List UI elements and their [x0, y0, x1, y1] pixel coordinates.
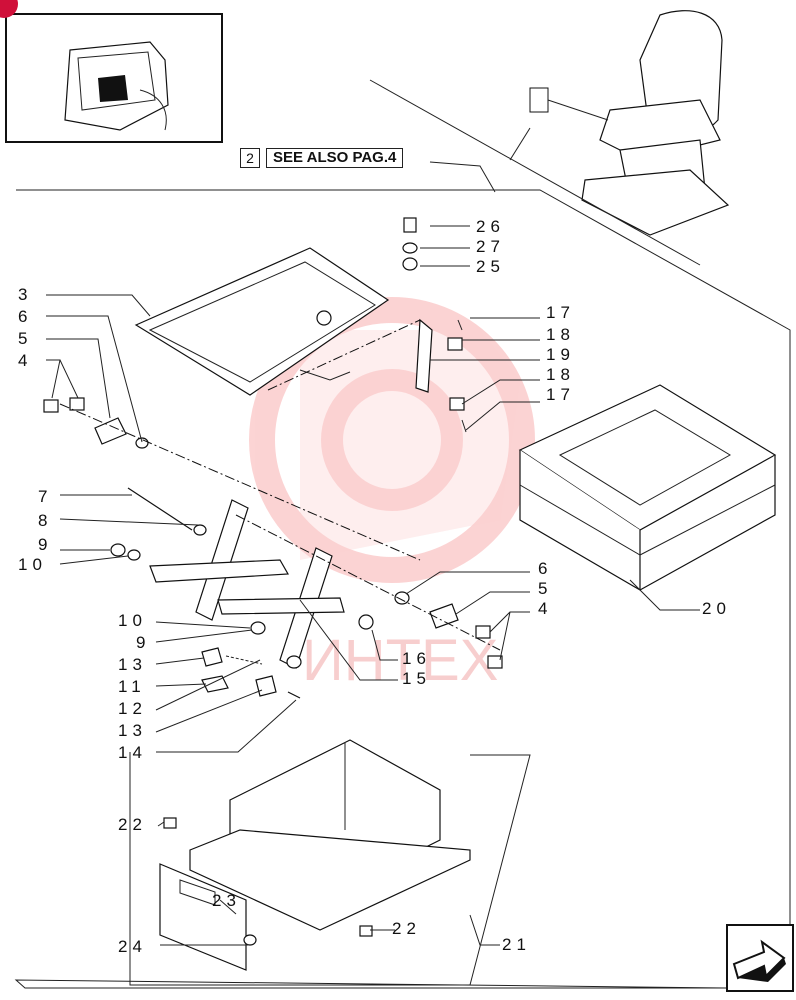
- bolt-stack: [402, 217, 418, 271]
- callout-17: 17: [546, 385, 575, 404]
- base-box: [129, 739, 531, 986]
- nut-23: [243, 934, 257, 946]
- callout-25: 25: [476, 257, 505, 276]
- callout-13: 13: [118, 655, 147, 674]
- watermark-logo: [249, 297, 535, 583]
- bracket-assembly: [415, 318, 467, 433]
- suspension-block: [518, 384, 777, 592]
- callout-14: 14: [118, 743, 147, 762]
- callout-3: 3: [18, 285, 32, 304]
- leader-lines: [46, 225, 700, 946]
- see-also-link[interactable]: SEE ALSO PAG.4: [266, 148, 404, 168]
- callout-22: 22: [118, 815, 147, 834]
- guide-line-c: [509, 127, 531, 161]
- callout-18: 18: [546, 325, 575, 344]
- bolt-22b: [359, 925, 373, 937]
- axis-top: [267, 319, 421, 391]
- callout-19: 19: [546, 345, 575, 364]
- callout-15: 15: [402, 669, 431, 688]
- bolt-22a: [163, 817, 177, 829]
- callout-16: 16: [402, 649, 431, 668]
- arrow-icon: [732, 939, 786, 982]
- callout-26: 26: [476, 217, 505, 236]
- callout-20: 20: [702, 599, 731, 618]
- right-hardware: [429, 603, 503, 669]
- callout-9: 9: [136, 633, 150, 652]
- left-hardware: [43, 397, 127, 445]
- seat-plate: [134, 247, 390, 396]
- watermark-text: ИНТЕХ: [302, 628, 498, 693]
- callout-27: 27: [476, 237, 505, 256]
- callout-labels: 3 6 5 4 7 8 9 10 10 9 13 11 12 13 14 26 …: [18, 217, 731, 956]
- guide-line-a: [369, 79, 701, 266]
- callout-11: 11: [118, 677, 146, 696]
- callout-12: 12: [118, 699, 147, 718]
- callout-24: 24: [118, 937, 147, 956]
- callout-5: 5: [18, 329, 32, 348]
- callout-4: 4: [18, 351, 32, 370]
- callout-13: 13: [118, 721, 147, 740]
- tractor-thumbnail: [5, 13, 223, 143]
- callout-23: 23: [212, 891, 241, 910]
- callout-9: 9: [38, 535, 52, 554]
- callout-5: 5: [538, 579, 552, 598]
- guide-line-b: [429, 161, 496, 193]
- callout-4: 4: [538, 599, 552, 618]
- callout-22: 22: [392, 919, 421, 938]
- callout-18: 18: [546, 365, 575, 384]
- callout-7: 7: [38, 487, 52, 506]
- reference-number-box: 2: [240, 148, 260, 168]
- axis-right: [235, 514, 501, 651]
- callout-6: 6: [538, 559, 552, 578]
- callout-17: 17: [546, 303, 575, 322]
- callout-10: 10: [18, 555, 47, 574]
- callout-21: 21: [502, 935, 531, 954]
- axis-left: [59, 403, 421, 561]
- callout-6: 6: [18, 307, 32, 326]
- corner-badge: [0, 0, 18, 18]
- next-page-button[interactable]: [726, 924, 794, 992]
- latch-parts: [201, 647, 301, 699]
- callout-8: 8: [38, 511, 52, 530]
- callout-10: 10: [118, 611, 147, 630]
